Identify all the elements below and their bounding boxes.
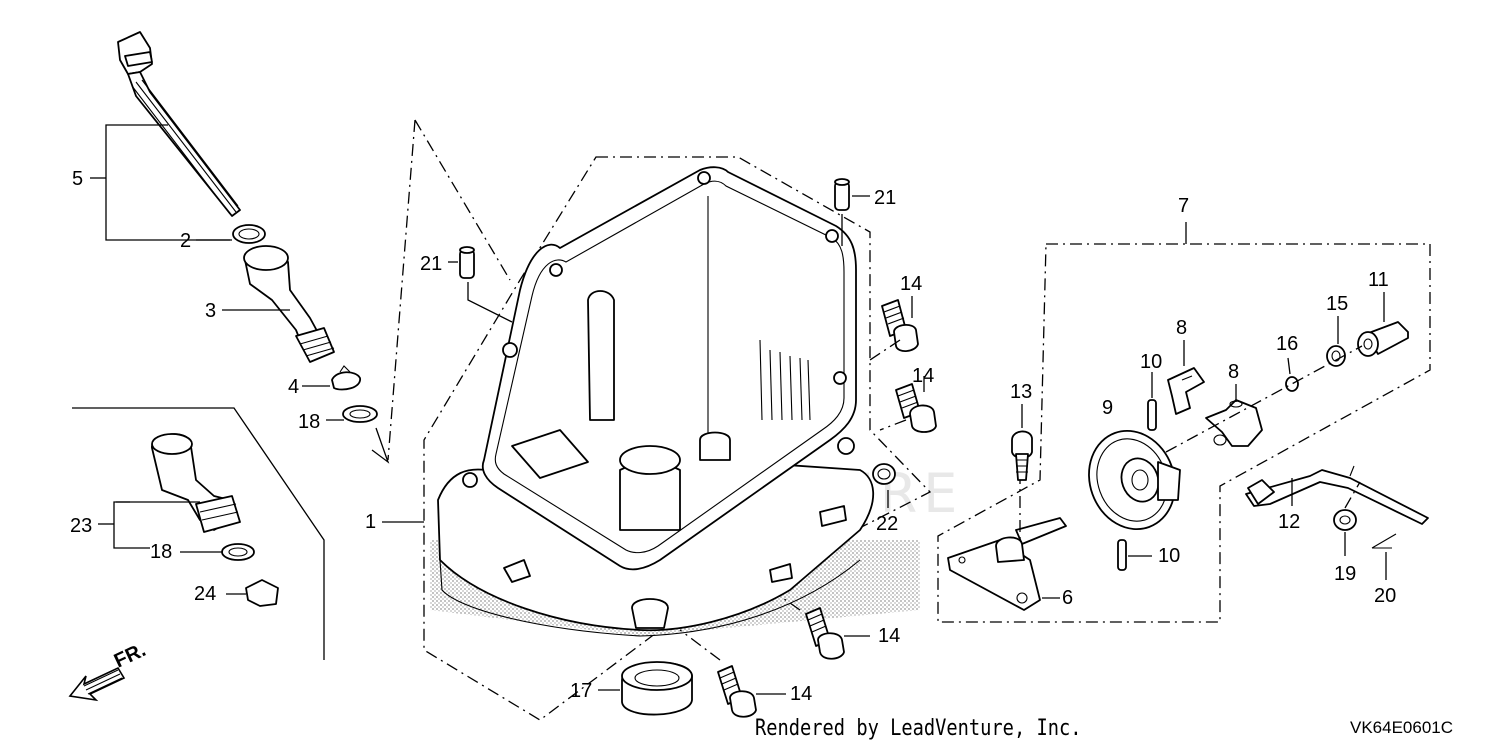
bracket-5-2 — [105, 124, 230, 241]
clip-4 — [331, 365, 361, 391]
label-7: 7 — [1178, 195, 1189, 217]
label-14c: 14 — [878, 625, 900, 647]
label-15: 15 — [1326, 293, 1348, 315]
label-6: 6 — [1062, 587, 1073, 609]
o-ring-2 — [232, 224, 266, 244]
label-9: 9 — [1102, 397, 1113, 419]
label-14d: 14 — [790, 683, 812, 705]
dowel-pin-21b — [834, 178, 850, 211]
label-22: 22 — [876, 513, 898, 535]
label-4: 4 — [288, 376, 299, 398]
pin-10b — [1117, 539, 1127, 571]
pin-10a — [1147, 399, 1157, 431]
credit-text: Rendered by LeadVenture, Inc. — [755, 716, 1082, 741]
clip-16 — [1285, 376, 1299, 392]
label-14b: 14 — [912, 365, 934, 387]
diagram-code: VK64E0601C — [1350, 718, 1454, 737]
label-8b: 8 — [1228, 361, 1239, 383]
label-16: 16 — [1276, 333, 1298, 355]
bolt-14b — [895, 383, 937, 433]
bolt-14c — [805, 607, 845, 660]
frame-left-box — [72, 407, 325, 660]
label-10a: 10 — [1140, 351, 1162, 373]
governor-weight-8b — [1205, 399, 1263, 447]
holder-11 — [1357, 321, 1409, 357]
label-21a: 21 — [420, 253, 442, 275]
front-label: FR. — [111, 639, 149, 673]
bolt-14a — [881, 299, 919, 352]
governor-gear-9 — [1088, 429, 1181, 531]
governor-weight-8a — [1167, 367, 1205, 415]
washer-15 — [1326, 345, 1346, 367]
label-14a: 14 — [900, 273, 922, 295]
front-arrow-icon — [68, 666, 126, 702]
label-2: 2 — [180, 230, 191, 252]
bolt-14d — [717, 665, 757, 718]
label-20: 20 — [1374, 585, 1396, 607]
washer-18a — [342, 405, 378, 423]
bolt-13 — [1011, 430, 1033, 481]
label-23: 23 — [70, 515, 92, 537]
label-13: 13 — [1010, 381, 1032, 403]
cotter-pin-20 — [1371, 533, 1397, 549]
oil-seal-17 — [621, 661, 693, 716]
label-1: 1 — [365, 511, 376, 533]
label-18a: 18 — [298, 411, 320, 433]
label-10b: 10 — [1158, 545, 1180, 567]
dowel-pin-21a — [459, 246, 475, 279]
label-21b: 21 — [874, 187, 896, 209]
dipstick — [117, 31, 241, 217]
bracket-23 — [113, 501, 150, 549]
washer-19 — [1333, 509, 1357, 531]
clip-24 — [245, 579, 279, 607]
label-18b: 18 — [150, 541, 172, 563]
label-8a: 8 — [1176, 317, 1187, 339]
seal-22 — [872, 463, 896, 485]
label-11: 11 — [1368, 269, 1389, 291]
label-17: 17 — [570, 680, 592, 702]
governor-outline-dashed — [937, 243, 1431, 623]
washer-18b — [221, 543, 255, 561]
leader-dashed-1 — [387, 119, 511, 461]
label-24: 24 — [194, 583, 216, 605]
oil-filler-tube-3 — [243, 245, 335, 363]
bolt-leaders — [679, 339, 907, 661]
shaft-axis — [1165, 345, 1363, 453]
label-3: 3 — [205, 300, 216, 322]
oil-filler-cap-23 — [151, 433, 241, 533]
label-19: 19 — [1334, 563, 1356, 585]
label-5: 5 — [72, 168, 83, 190]
crankcase-cover-1 — [437, 166, 875, 637]
label-12: 12 — [1278, 511, 1300, 533]
governor-shaft-6 — [947, 517, 1067, 611]
